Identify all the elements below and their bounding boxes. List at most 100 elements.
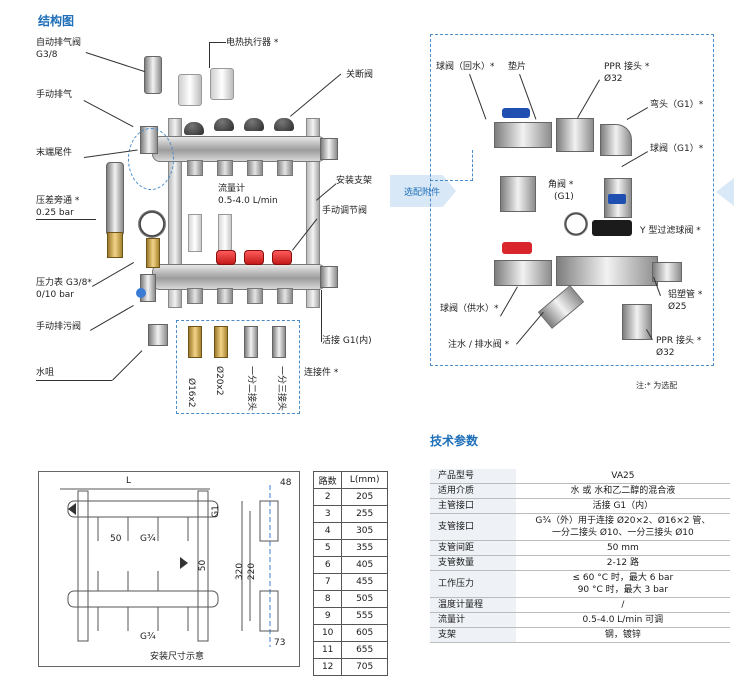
spec-value: G¾（外）用于连接 Ø20×2、Ø16×2 管、 一分二接头 Ø10、一分三接头… <box>515 513 730 541</box>
optional-note: 注:* 为选配 <box>636 381 678 390</box>
leader-union <box>321 290 322 342</box>
spec-value: 水 或 水和乙二醇的混合液 <box>515 483 730 499</box>
dim-g34-bottom: G¾ <box>140 632 156 642</box>
optional-box-inner <box>430 150 473 181</box>
actuator-2 <box>210 68 234 100</box>
table-cell: 6 <box>312 556 343 574</box>
label-fill-drain: 注水 / 排水阀 * <box>448 340 510 350</box>
label-flowmeter-range: 0.5-4.0 L/min <box>218 196 278 206</box>
union-bottom <box>320 266 338 288</box>
label-end-cap: 末端尾件 <box>36 148 73 158</box>
spec-value: 50 mm <box>515 540 730 556</box>
spec-value: ≤ 60 °C 时，最大 6 bar 90 °C 时，最大 3 bar <box>515 570 730 598</box>
leader-actuator-h <box>210 42 226 43</box>
specs-title: 技术参数 <box>430 434 479 448</box>
connector-item-4: 一分三接头 <box>276 366 286 412</box>
splitter-3-icon <box>272 326 286 358</box>
pressure-gauge <box>138 210 166 238</box>
label-actuator: 电热执行器 * <box>226 38 279 48</box>
shutoff-knob-4 <box>274 118 294 131</box>
bracket-right <box>306 118 320 308</box>
drain-valve-blue-cap <box>136 288 146 298</box>
outlet-top-4 <box>277 160 293 176</box>
table-row: 支架钢，镀锌 <box>430 627 730 643</box>
dim-g34-top: G¾ <box>140 534 156 544</box>
label-gauge-range: 0/10 bar <box>36 290 74 300</box>
table-row: 温度计量程/ <box>430 597 730 613</box>
label-gasket: 垫片 <box>508 62 527 72</box>
leader-actuator-v <box>209 42 210 68</box>
table-cell: 255 <box>341 505 388 523</box>
label-auto-vent: 自动排气阀 <box>36 38 82 48</box>
union-top <box>320 138 338 160</box>
label-ppr-top: PPR 接头 * <box>604 62 650 72</box>
return-manifold-bar <box>152 136 326 162</box>
connectors-caption: 连接件 * <box>304 368 339 378</box>
spec-value: VA25 <box>515 469 730 484</box>
label-auto-vent-size: G3/8 <box>36 50 58 60</box>
spec-key: 支架 <box>430 627 516 643</box>
bracket-right-outline <box>197 490 209 642</box>
manifold-illustration <box>0 0 390 400</box>
leader-nozzle-base <box>36 380 112 381</box>
label-bypass-value: 0.25 bar <box>36 208 74 218</box>
dim-g1: G1 <box>210 505 221 518</box>
dim-320: 320 <box>235 562 246 581</box>
connector-16-icon <box>188 326 202 358</box>
spec-key: 支管接口 <box>430 513 516 541</box>
spec-value: 0.5-4.0 L/min 可调 <box>515 612 730 628</box>
outlet-bottom-1 <box>187 288 203 304</box>
shutoff-knob-1 <box>184 122 204 135</box>
manual-valve-1 <box>216 250 236 265</box>
outlet-top-1 <box>187 160 203 176</box>
outlet-top-3 <box>247 160 263 176</box>
label-gauge: 压力表 G3/8* <box>36 278 92 288</box>
flowmeter-1 <box>188 214 202 252</box>
table-cell: 305 <box>341 522 388 540</box>
ppr-top-union <box>556 118 594 152</box>
table-cell: 7 <box>312 573 343 591</box>
table-cell: 9 <box>312 607 343 625</box>
connector-item-3: 一分二接头 <box>246 366 256 412</box>
label-ball-valve-g1: 球阀（G1）* <box>650 144 704 154</box>
vent-detail-circle <box>128 128 174 190</box>
table-cell: 455 <box>341 573 388 591</box>
connector-item-2: Ø20x2 <box>214 366 224 396</box>
table-cell: 4 <box>312 522 343 540</box>
table-cell: 2 <box>312 488 343 506</box>
dim-220: 220 <box>247 562 258 581</box>
table-cell: 505 <box>341 590 388 608</box>
manual-valve-2 <box>244 250 264 265</box>
y-filter-ball-valve <box>556 256 658 286</box>
structure-title: 结构图 <box>38 14 75 28</box>
label-drain-valve: 手动排污阀 <box>36 322 82 332</box>
install-caption: 安装尺寸示意 <box>150 652 205 662</box>
spec-key: 温度计量程 <box>430 597 516 613</box>
supply-ball-valve <box>494 260 552 286</box>
label-water-nozzle: 水咀 <box>36 368 55 378</box>
angle-valve <box>500 176 536 212</box>
spec-value: 2-12 路 <box>515 555 730 571</box>
table-row: 主管接口活接 G1（内） <box>430 498 730 514</box>
spec-value: / <box>515 597 730 613</box>
right-arrow-shape <box>716 178 734 206</box>
auto-vent-valve <box>144 56 162 94</box>
label-flowmeter: 流量计 <box>218 184 246 194</box>
label-union: 活接 G1(内) <box>322 336 372 346</box>
label-bypass: 压差旁通 * <box>36 196 80 206</box>
install-diagram <box>38 471 300 667</box>
table-cell: 11 <box>312 641 343 659</box>
label-angle-valve-size: (G1) <box>554 192 574 202</box>
connector-20-icon <box>214 326 228 358</box>
table-cell: 655 <box>341 641 388 659</box>
optional-box <box>430 34 714 366</box>
